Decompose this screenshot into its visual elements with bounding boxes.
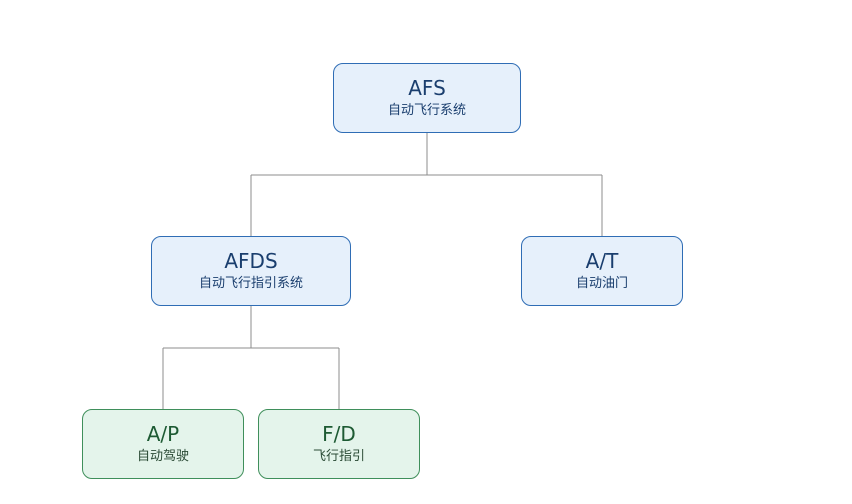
- node-at-abbr: A/T: [585, 249, 619, 273]
- node-fd-full: 飞行指引: [312, 449, 365, 464]
- node-afds-abbr: AFDS: [224, 249, 278, 273]
- node-ap-full: 自动驾驶: [136, 449, 189, 464]
- node-at: A/T 自动油门: [521, 236, 683, 306]
- node-afs-full: 自动飞行系统: [387, 103, 466, 118]
- node-ap-abbr: A/P: [146, 422, 180, 446]
- node-afs: AFS 自动飞行系统: [333, 63, 521, 133]
- node-at-full: 自动油门: [575, 276, 628, 291]
- node-afds-full: 自动飞行指引系统: [198, 276, 303, 291]
- node-fd: F/D 飞行指引: [258, 409, 420, 479]
- node-afs-abbr: AFS: [408, 76, 446, 100]
- node-afds: AFDS 自动飞行指引系统: [151, 236, 351, 306]
- node-fd-abbr: F/D: [322, 422, 356, 446]
- node-ap: A/P 自动驾驶: [82, 409, 244, 479]
